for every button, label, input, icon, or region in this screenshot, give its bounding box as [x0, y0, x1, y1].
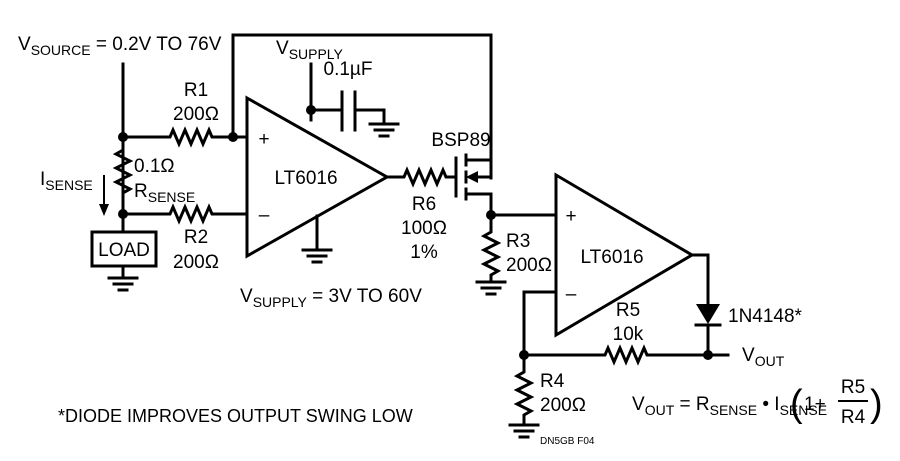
formula-paren-open: ( [790, 383, 803, 425]
opamp2-minus-wire [522, 290, 558, 357]
r2-name: R2 [184, 227, 208, 248]
formula-one-plus: 1+ [804, 394, 826, 415]
ground-icon [301, 248, 333, 264]
capacitor-icon [340, 90, 357, 132]
opamp1-name: LT6016 [274, 168, 337, 189]
ground-icon [368, 122, 400, 138]
opamp2-plus: + [565, 206, 576, 227]
opamp2-name: LT6016 [580, 247, 643, 268]
supply-label: VSUPPLY [276, 38, 344, 62]
opamp2-output-wire [690, 253, 710, 306]
r4-value: 200Ω [540, 395, 586, 416]
rsense-label: RSENSE [134, 181, 195, 205]
r3-resistor [480, 213, 502, 284]
vout-formula: VOUT = RSENSE • ISENSE ( 1+ R5 R4 ) [632, 377, 883, 428]
r4-name: R4 [540, 371, 565, 392]
r1-name: R1 [184, 80, 208, 101]
r2-value: 200Ω [173, 252, 219, 273]
r2-resistor [121, 203, 249, 225]
supply-range-label: VSUPPLY = 3V TO 60V [240, 286, 422, 310]
ground-icon [508, 423, 540, 439]
r5-resistor [522, 344, 710, 366]
formula-paren-close: ) [870, 383, 883, 425]
load-label: LOAD [98, 240, 150, 261]
rsense-resistor [112, 135, 134, 216]
r5-name: R5 [616, 300, 640, 321]
footnote: *DIODE IMPROVES OUTPUT SWING LOW [58, 406, 413, 426]
r6-tolerance: 1% [410, 242, 438, 263]
r6-value: 100Ω [401, 218, 447, 239]
r4-resistor [513, 353, 535, 427]
formula-denominator: R4 [841, 407, 866, 428]
diode-icon [694, 304, 722, 327]
isense-arrowhead [99, 204, 109, 216]
isense-label: ISENSE [40, 169, 93, 193]
source-label: VSOURCE = 0.2V TO 76V [18, 34, 222, 58]
mosfet-icon [454, 153, 493, 217]
formula-text: VOUT = RSENSE • ISENSE [632, 394, 827, 418]
capacitor-value: 0.1µF [324, 59, 373, 80]
r1-value: 200Ω [173, 104, 219, 125]
vout-label: VOUT [742, 345, 785, 369]
formula-numerator: R5 [841, 377, 865, 398]
r6-resistor [385, 166, 458, 188]
figure-id: DN5GB F04 [540, 436, 595, 447]
r1-resistor [121, 126, 249, 148]
opamp1-minus: – [259, 205, 270, 226]
r3-name: R3 [506, 231, 530, 252]
r5-value: 10k [613, 324, 644, 345]
rsense-value: 0.1Ω [134, 156, 175, 177]
mosfet-name: BSP89 [431, 130, 490, 151]
opamp1-plus: + [258, 129, 269, 150]
r6-name: R6 [412, 194, 436, 215]
diode-name: 1N4148* [728, 306, 803, 327]
opamp2-triangle [554, 172, 695, 338]
ground-icon [107, 276, 139, 292]
opamp2-minus: – [566, 284, 577, 305]
ground-icon [475, 280, 507, 296]
feedback-wire [231, 33, 493, 180]
cap-ground-wire [353, 108, 386, 126]
r3-value: 200Ω [506, 255, 552, 276]
